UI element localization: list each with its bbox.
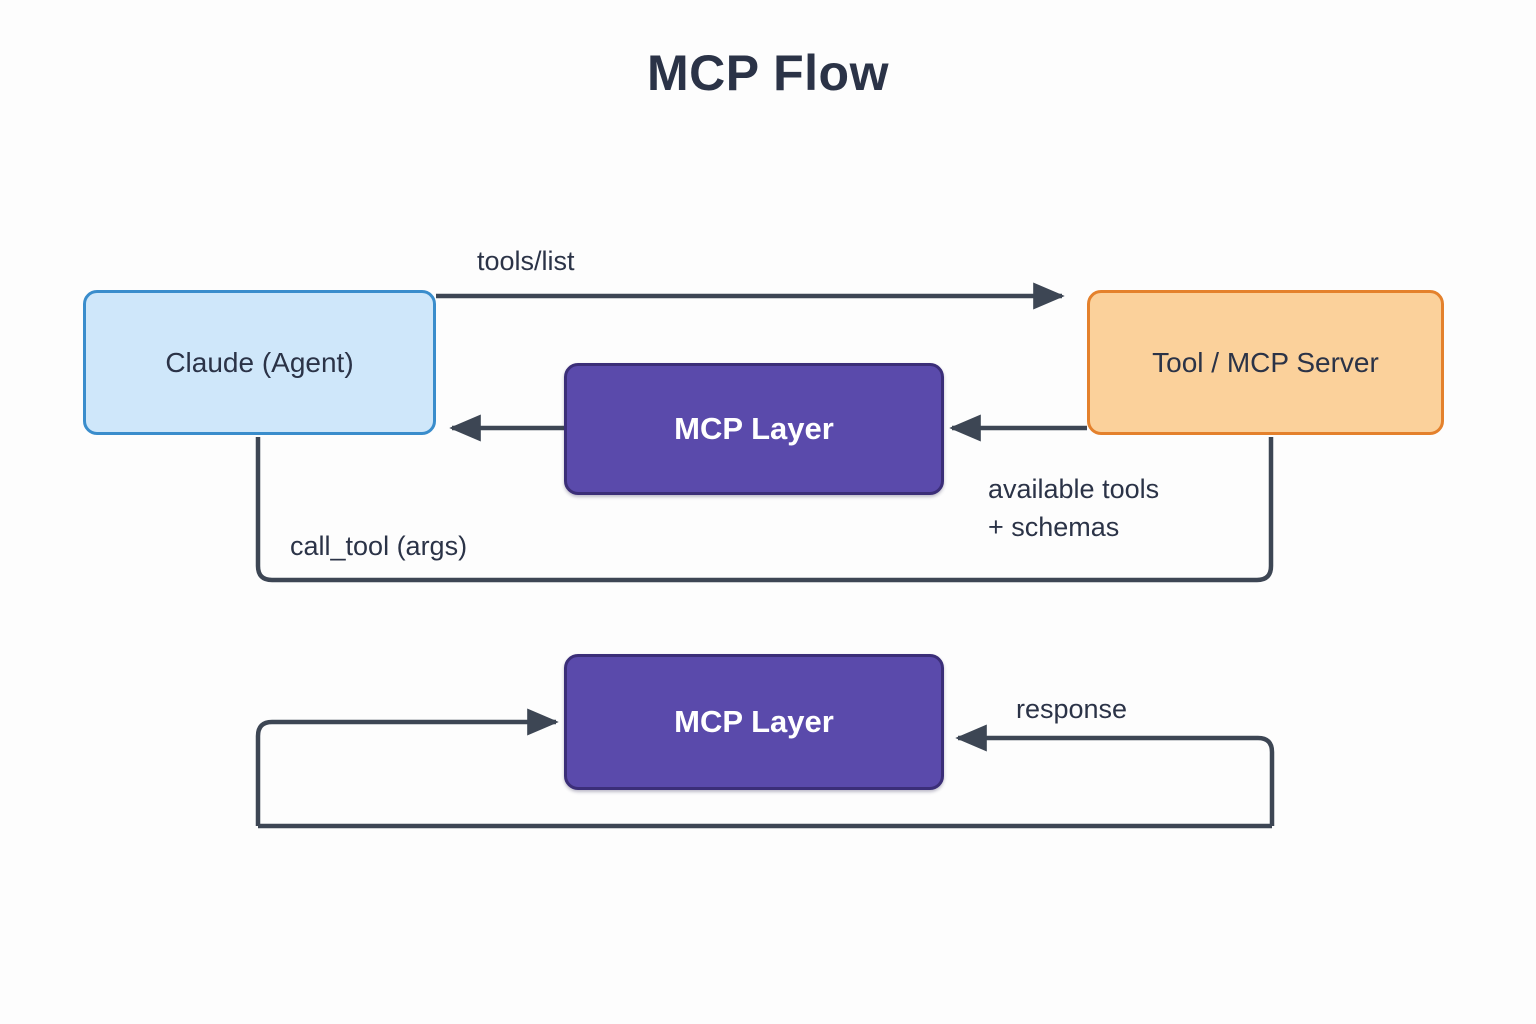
node-tool-mcp-server-label: Tool / MCP Server (1152, 346, 1379, 378)
edge-label-response: response (1016, 694, 1128, 724)
node-claude-agent-label: Claude (Agent) (165, 346, 354, 378)
node-mcp-layer-top[interactable]: MCP Layer (564, 363, 944, 495)
connector-response (955, 724, 1275, 826)
page-title: MCP Flow (647, 45, 889, 101)
edge-label-available-tools: available tools + schemas (988, 474, 1160, 543)
node-claude-agent[interactable]: Claude (Agent) (83, 290, 436, 435)
node-mcp-layer-bottom[interactable]: MCP Layer (564, 654, 944, 790)
edge-label-tools-list: tools/list (477, 246, 575, 276)
edge-label-call-tool: call_tool (args) (290, 531, 468, 561)
node-mcp-layer-top-label: MCP Layer (674, 411, 834, 446)
node-mcp-layer-bottom-label: MCP Layer (674, 704, 834, 739)
node-tool-mcp-server[interactable]: Tool / MCP Server (1087, 290, 1444, 435)
connector-loop-into-mcp-bottom (255, 708, 559, 826)
